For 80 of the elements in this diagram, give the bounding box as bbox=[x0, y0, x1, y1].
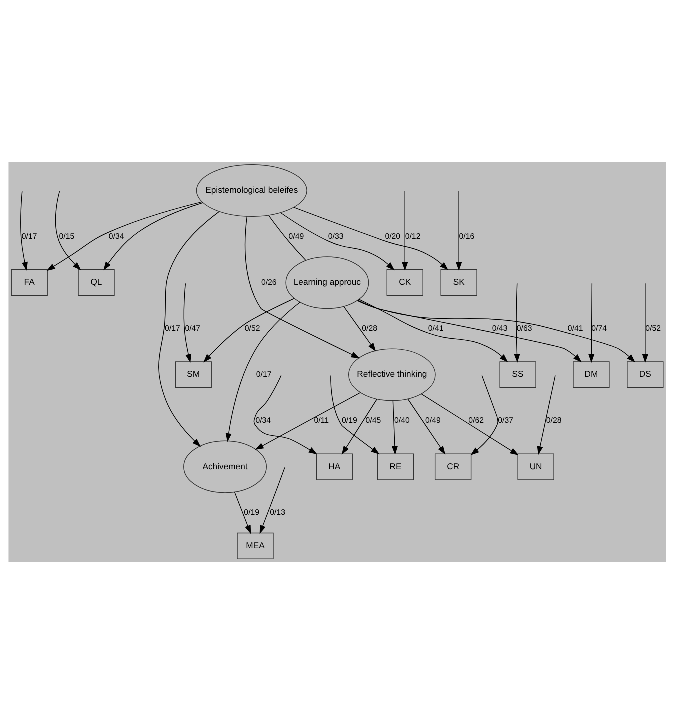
arrow bbox=[244, 216, 360, 359]
arrow bbox=[514, 283, 520, 363]
edge-label: 0/63 bbox=[516, 324, 532, 333]
arrow bbox=[226, 302, 300, 442]
edge-label: 0/17 bbox=[22, 232, 38, 241]
edge-label: 0/19 bbox=[244, 508, 260, 518]
arrow bbox=[55, 191, 82, 270]
arrow bbox=[537, 375, 556, 456]
edge-label: 0/40 bbox=[394, 416, 410, 426]
edge-label: 0/45 bbox=[366, 416, 382, 426]
node-box: CR bbox=[434, 454, 472, 480]
edge-label: 0/26 bbox=[261, 278, 277, 287]
node-ellipse: Reflective thinking bbox=[348, 348, 436, 402]
arrow bbox=[294, 207, 449, 270]
arrow bbox=[46, 202, 202, 272]
edge-label: 0/49 bbox=[288, 232, 304, 241]
node-ellipse: Epistemological beleifes bbox=[196, 164, 308, 218]
edge-label: 0/41 bbox=[428, 324, 444, 333]
edge-label: 0/11 bbox=[314, 416, 330, 426]
edge-label: 0/33 bbox=[328, 232, 344, 241]
edge-label: 0/19 bbox=[342, 416, 358, 426]
edge-label: 0/49 bbox=[425, 416, 441, 426]
node-box: SS bbox=[500, 362, 536, 388]
arrow bbox=[359, 299, 508, 363]
arrow bbox=[408, 398, 446, 455]
node-box: UN bbox=[518, 454, 554, 480]
arrow bbox=[588, 283, 595, 364]
arrow bbox=[344, 306, 376, 352]
edge-label: 0/43 bbox=[492, 324, 508, 333]
connector bbox=[268, 215, 306, 261]
edge-label: 0/52 bbox=[244, 324, 260, 333]
arrow bbox=[392, 400, 398, 456]
node-box: HA bbox=[316, 454, 353, 480]
arrow bbox=[158, 211, 220, 448]
arrow bbox=[342, 398, 378, 455]
arrow bbox=[421, 394, 519, 456]
edge-label: 0/17 bbox=[256, 370, 272, 379]
edge-label: 0/12 bbox=[405, 232, 421, 241]
edge-label: 0/74 bbox=[592, 324, 608, 333]
arrow bbox=[204, 298, 295, 363]
node-box: CK bbox=[386, 270, 424, 296]
edge-label: 0/28 bbox=[546, 416, 562, 426]
edge-label: 0/28 bbox=[362, 324, 378, 333]
node-box: DM bbox=[573, 362, 610, 388]
edge-label: 0/34 bbox=[108, 232, 124, 241]
edge-label: 0/47 bbox=[185, 324, 201, 333]
arrow bbox=[184, 283, 192, 364]
arrow bbox=[470, 375, 498, 456]
node-box: MEA bbox=[237, 532, 274, 560]
node-box: SM bbox=[175, 362, 212, 388]
arrow bbox=[456, 191, 462, 271]
edge-label: 0/37 bbox=[498, 416, 514, 426]
edge-label: 0/17 bbox=[165, 324, 180, 333]
edge-label: 0/62 bbox=[468, 416, 484, 426]
arrow bbox=[358, 300, 582, 363]
node-box: RE bbox=[377, 454, 414, 480]
node-box: QL bbox=[78, 270, 115, 296]
arrow bbox=[254, 375, 318, 455]
arrow bbox=[20, 191, 28, 271]
node-ellipse: Learning approuc bbox=[286, 256, 370, 310]
node-box: FA bbox=[11, 270, 48, 296]
edge-label: 0/41 bbox=[568, 324, 584, 333]
arrow bbox=[642, 283, 648, 364]
arrow bbox=[402, 191, 408, 271]
arrow bbox=[280, 212, 395, 271]
edge-label: 0/16 bbox=[459, 232, 475, 241]
edge-label: 0/52 bbox=[646, 324, 662, 333]
node-ellipse: Achivement bbox=[184, 440, 267, 494]
arrow bbox=[234, 492, 252, 534]
arrow bbox=[260, 467, 286, 534]
node-box: DS bbox=[627, 362, 664, 388]
edge-label: 0/13 bbox=[270, 508, 286, 518]
node-box: SK bbox=[440, 270, 478, 296]
edge-label: 0/20 bbox=[385, 232, 401, 241]
edge-label: 0/15 bbox=[59, 232, 75, 241]
edge-label: 0/34 bbox=[256, 416, 272, 426]
arrow bbox=[330, 375, 380, 455]
arrow bbox=[357, 300, 636, 363]
arrow bbox=[255, 392, 361, 450]
arrow bbox=[104, 202, 204, 271]
